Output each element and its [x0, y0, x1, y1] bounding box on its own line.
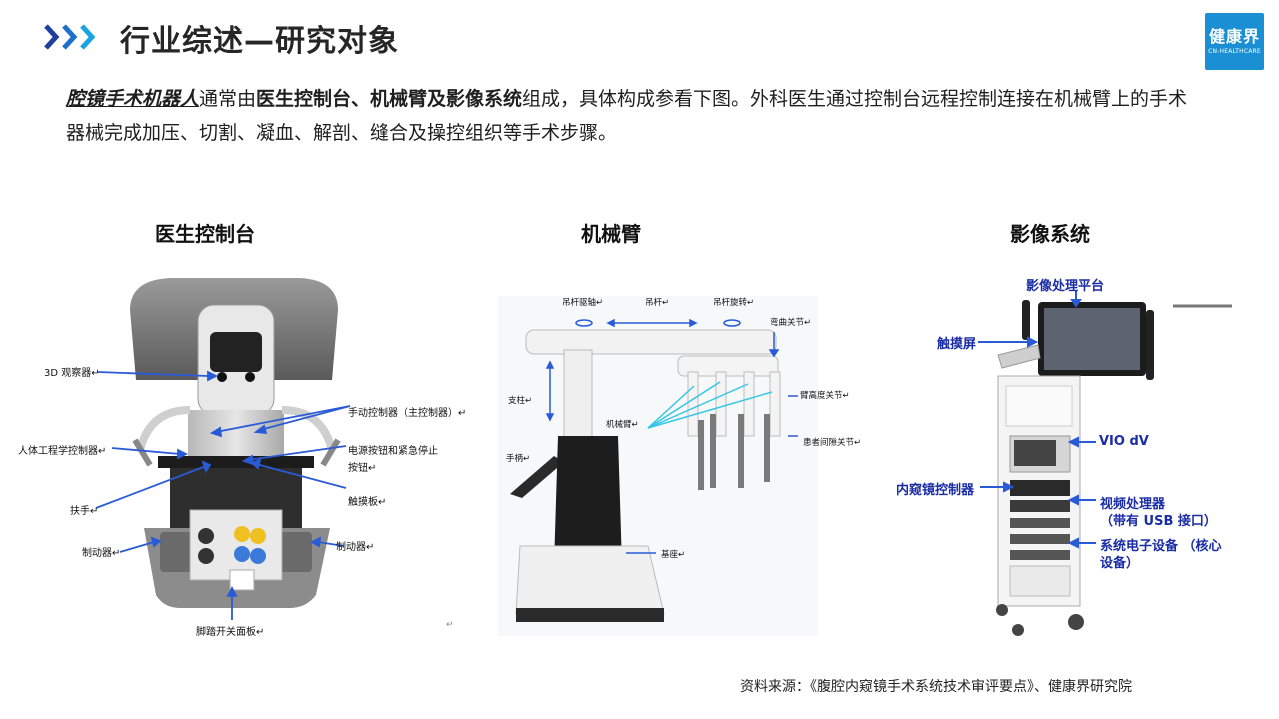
- label-boom-rotation: 吊杆旋转↵: [713, 298, 755, 308]
- label-power-button-line2: 按钮↵: [348, 463, 377, 474]
- label-system-electronics-line1: 系统电子设备 （核心: [1100, 539, 1222, 554]
- vision-system-illustration: [978, 290, 1232, 636]
- section-title-vision: 影像系统: [1010, 222, 1090, 246]
- intro-paragraph: 腔镜手术机器人通常由医生控制台、机械臂及影像系统组成，具体构成参看下图。外科医生…: [66, 82, 1206, 150]
- label-boom: 吊杆↵: [645, 298, 670, 308]
- label-image-processing-platform: 影像处理平台: [1026, 279, 1105, 294]
- label-patient-clearance-joint: 患者间隙关节↵: [803, 438, 862, 448]
- label-boom-pivot: 吊杆驱轴↵: [562, 298, 604, 308]
- section-title-arm: 机械臂: [581, 222, 641, 246]
- label-video-processor-line1: 视频处理器: [1100, 497, 1166, 512]
- robotic-arm-illustration: [498, 296, 818, 636]
- label-hand-controller: 手动控制器（主控制器）↵: [348, 408, 467, 419]
- intro-text-2: 组成，具体构成参看下图。外科医生通过控制台远程控制连接在机械臂上的手术器械完成加…: [66, 88, 1188, 144]
- logo-main-text: 健康界: [1208, 26, 1260, 46]
- section-title-console: 医生控制台: [155, 222, 255, 246]
- brand-logo: 健康界 CN-HEALTHCARE: [1205, 13, 1264, 70]
- label-footswitch-panel: 脚踏开关面板↵: [196, 627, 265, 638]
- label-flex-joint: 弯曲关节↵: [770, 318, 812, 328]
- intro-components: 医生控制台、机械臂及影像系统: [256, 88, 523, 110]
- label-arm-height-joint: 臂高度关节↵: [800, 391, 850, 401]
- console-illustration: [95, 278, 351, 620]
- page-title: 行业综述—研究对象: [120, 24, 399, 59]
- label-vio-dv: VIO dV: [1099, 434, 1149, 449]
- label-brake-left: 制动器↵: [82, 548, 121, 559]
- label-3d-viewer: 3D 观察器↵: [44, 368, 100, 379]
- intro-term: 腔镜手术机器人: [66, 88, 200, 110]
- label-ergonomic-controller: 人体工程学控制器↵: [18, 446, 107, 457]
- label-system-electronics-line2: 设备）: [1100, 556, 1140, 571]
- chevron-arrows-icon: [44, 24, 96, 50]
- label-armrest: 扶手↵: [70, 506, 99, 517]
- label-column: 支柱↵: [508, 396, 533, 406]
- label-video-processor-line2: （带有 USB 接口）: [1100, 514, 1217, 529]
- label-base: 基座↵: [661, 550, 686, 560]
- label-robotic-arm: 机械臂↵: [606, 420, 639, 430]
- label-handle: 手柄↵: [506, 454, 531, 464]
- stray-return-mark: ↵: [446, 620, 454, 630]
- label-touchpad: 触摸板↵: [348, 497, 387, 508]
- label-power-button-line1: 电源按钮和紧急停止: [348, 446, 438, 457]
- logo-sub-text: CN-HEALTHCARE: [1208, 47, 1261, 55]
- source-citation: 资料来源：《腹腔内窥镜手术系统技术审评要点》、健康界研究院: [740, 679, 1132, 695]
- label-endoscope-controller: 内窥镜控制器: [896, 483, 975, 498]
- label-touchscreen: 触摸屏: [937, 337, 977, 352]
- label-brake-right: 制动器↵: [336, 542, 375, 553]
- intro-text-1: 通常由: [199, 88, 257, 110]
